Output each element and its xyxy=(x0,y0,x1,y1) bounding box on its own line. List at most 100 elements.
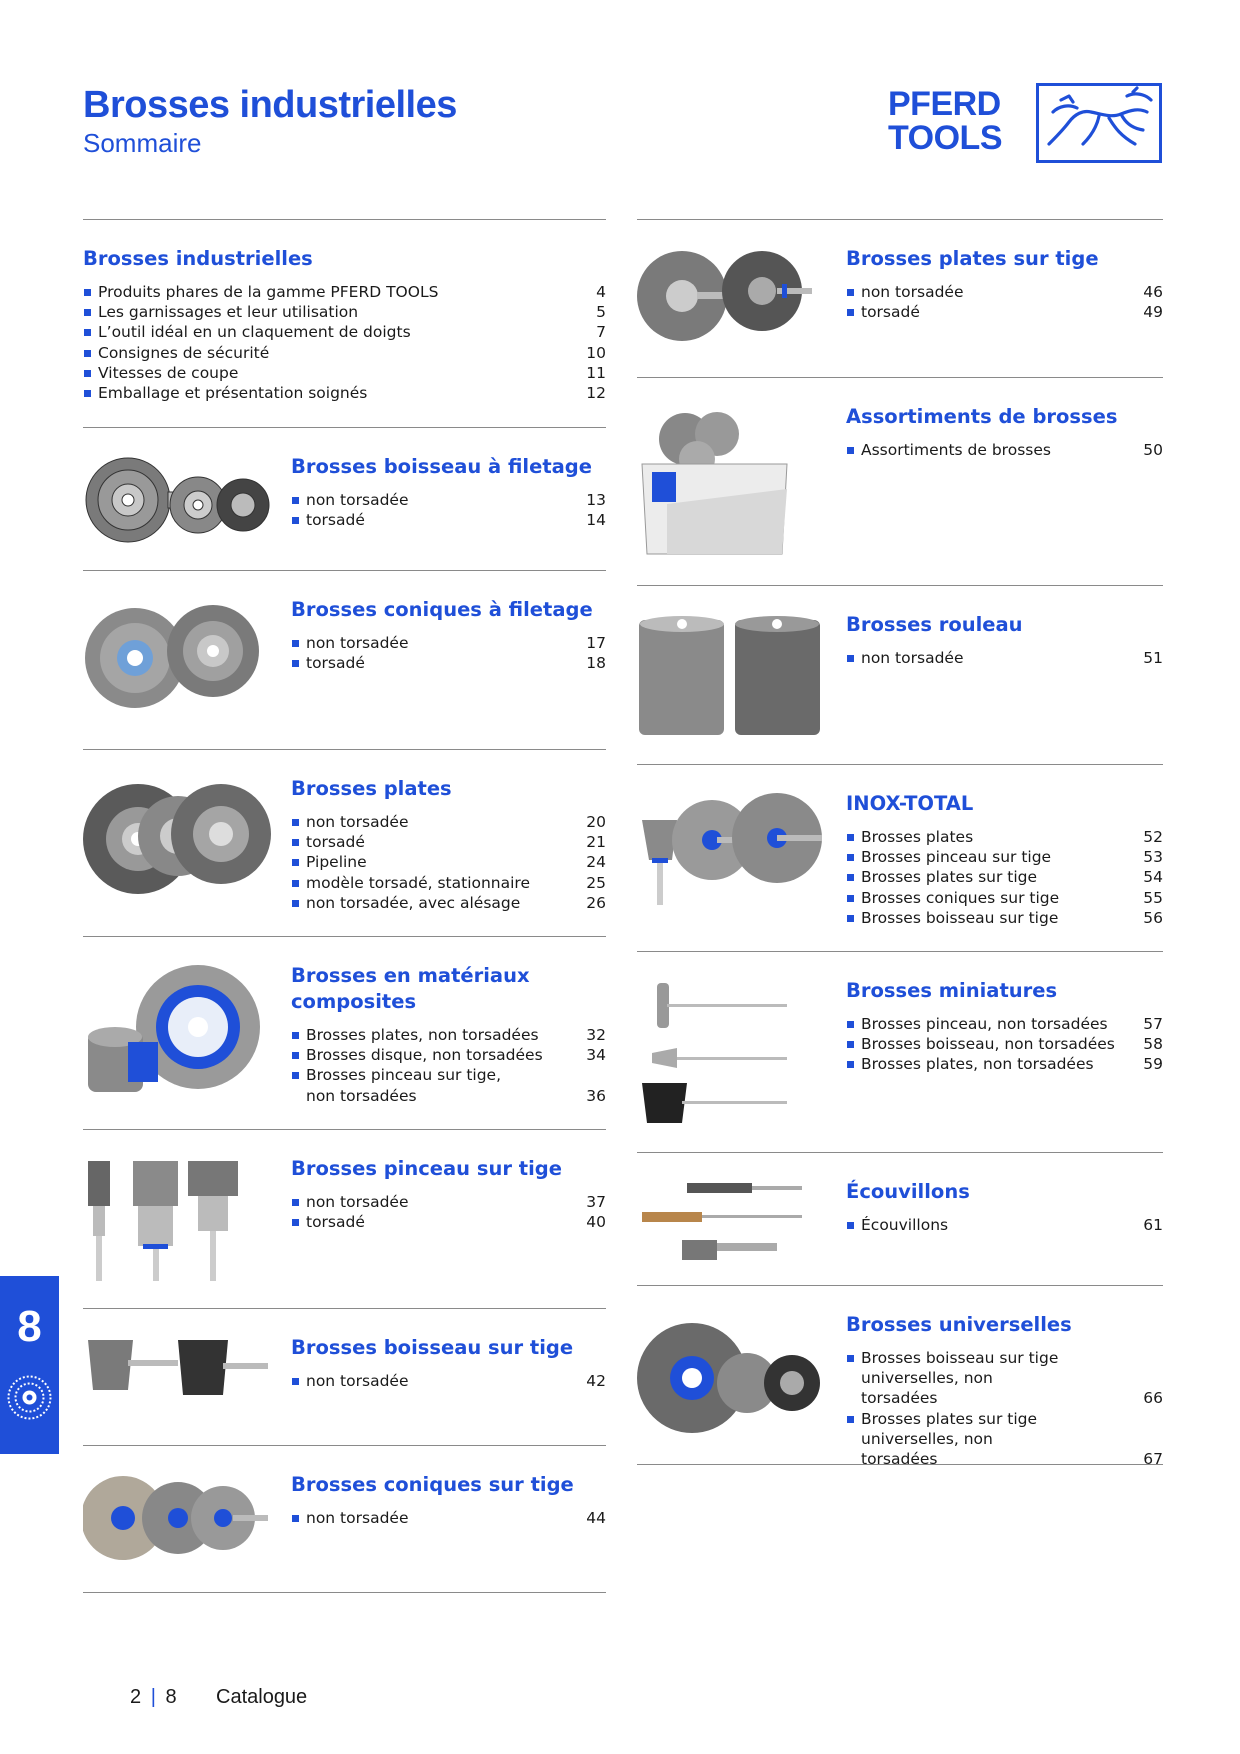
section-title: Écouvillons xyxy=(846,1180,970,1203)
section-miniatures: Brosses miniatures Brosses pinceau, non … xyxy=(846,978,1163,1075)
section-divider xyxy=(637,764,1163,765)
section-title: Brosses industrielles xyxy=(83,247,313,270)
section-divider xyxy=(637,951,1163,952)
materiaux-composites-image xyxy=(88,965,260,1092)
brosses-plates-image xyxy=(83,784,271,894)
section-divider xyxy=(83,1445,606,1446)
section-title: Brosses pinceau sur tige xyxy=(291,1157,562,1180)
section-coniques-filetage: Brosses coniques à filetage non torsadée… xyxy=(291,597,606,673)
section-assortiments: Assortiments de brosses Assortiments de … xyxy=(846,404,1163,460)
section-divider xyxy=(637,219,1163,220)
section-title: Brosses plates sur tige xyxy=(846,247,1099,270)
page-subtitle: Sommaire xyxy=(83,128,202,158)
rouleau-brushes-image xyxy=(639,616,820,735)
toc-item[interactable]: Brosses plates sur tige universelles, no… xyxy=(846,1409,1163,1470)
section-divider xyxy=(637,585,1163,586)
footer-page: 2 xyxy=(130,1686,142,1708)
toc-item[interactable]: L’outil idéal en un claquement de doigts… xyxy=(83,322,606,342)
section-title: Brosses coniques sur tige xyxy=(291,1473,574,1496)
section-title: Assortiments de brosses xyxy=(846,405,1118,428)
section-divider xyxy=(83,1592,606,1593)
plates-sur-tige-image xyxy=(637,251,812,341)
section-divider xyxy=(83,427,606,428)
section-divider xyxy=(83,936,606,937)
section-divider xyxy=(637,1285,1163,1286)
section-title: Brosses rouleau xyxy=(846,613,1023,636)
logo-word-pferd: PFERD xyxy=(888,85,1001,123)
section-divider xyxy=(83,1129,606,1130)
section-title: Brosses miniatures xyxy=(846,979,1058,1002)
section-divider xyxy=(83,1308,606,1309)
pferd-tools-logo: PFERD TOOLS xyxy=(888,83,1166,167)
section-title: INOX-TOTAL xyxy=(846,792,974,815)
page-title: Brosses industrielles xyxy=(83,84,457,126)
boisseau-sur-tige-image xyxy=(88,1340,268,1395)
footer-pagination: 2 | 8 xyxy=(130,1686,177,1709)
logo-word-tools: TOOLS xyxy=(888,119,1003,157)
section-title: Brosses universelles xyxy=(846,1313,1072,1336)
boisseau-filetage-brushes-image xyxy=(85,457,270,543)
toc-item[interactable]: Brosses boisseau sur tige universelles, … xyxy=(846,1348,1163,1409)
universelles-image xyxy=(637,1323,820,1433)
section-divider xyxy=(83,570,606,571)
footer-chapter: 8 xyxy=(165,1686,177,1708)
assortiment-box-image xyxy=(641,412,788,555)
coniques-filetage-brushes-image xyxy=(85,605,259,708)
section-boisseau-filetage: Brosses boisseau à filetage non torsadée… xyxy=(291,454,606,530)
coniques-sur-tige-image xyxy=(83,1476,268,1560)
section-title: Brosses en matériaux composites xyxy=(291,964,530,1013)
section-divider xyxy=(83,749,606,750)
brush-wheel-icon xyxy=(7,1375,52,1420)
section-title: Brosses boisseau à filetage xyxy=(291,455,592,478)
section-divider xyxy=(637,1464,1163,1465)
chapter-number: 8 xyxy=(17,1302,42,1351)
footer-separator: | xyxy=(150,1686,156,1708)
section-title: Brosses boisseau sur tige xyxy=(291,1336,574,1359)
ecouvillons-image xyxy=(642,1183,802,1260)
section-title: Brosses plates xyxy=(291,777,452,800)
section-divider xyxy=(637,377,1163,378)
chapter-tab[interactable]: 8 xyxy=(0,1276,59,1454)
